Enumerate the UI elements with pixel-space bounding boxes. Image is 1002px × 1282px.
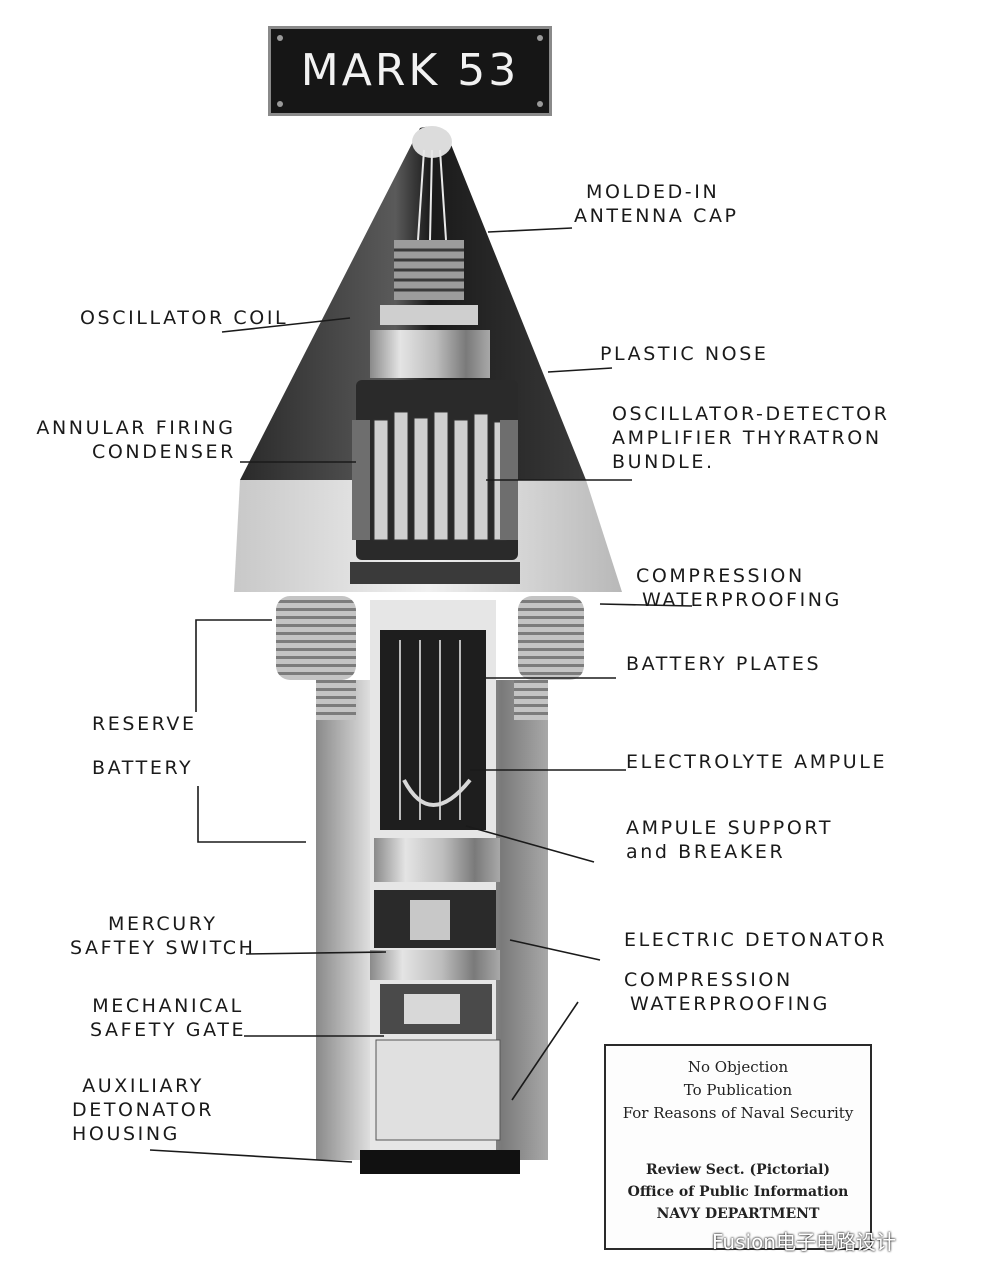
watermark: Fusion电子电路设计: [712, 1230, 896, 1254]
label-auxiliary-detonator-housing: AUXILIARY DETONATOR HOUSING: [72, 1075, 215, 1145]
label-electrolyte-ampule: ELECTROLYTE AMPULE: [626, 751, 888, 773]
label-compression-waterproofing-bottom: COMPRESSION WATERPROOFING: [624, 969, 830, 1015]
label-compression-waterproofing-top: COMPRESSION WATERPROOFING: [636, 565, 842, 611]
label-mercury-safety-switch: MERCURY SAFTEY SWITCH: [70, 913, 256, 959]
label-oscillator-coil: OSCILLATOR COIL: [80, 307, 289, 329]
stamp-top-text: No Objection To Publication For Reasons …: [622, 1058, 854, 1122]
label-plastic-nose: PLASTIC NOSE: [600, 343, 769, 365]
label-annular-firing-condenser: ANNULAR FIRING CONDENSER: [36, 417, 236, 463]
label-mechanical-safety-gate: MECHANICAL SAFETY GATE: [90, 995, 247, 1041]
screw-icon: [277, 101, 283, 107]
label-oscillator-bundle: OSCILLATOR-DETECTOR AMPLIFIER THYRATRON …: [612, 403, 890, 473]
label-antenna-cap: MOLDED-IN ANTENNA CAP: [574, 181, 739, 227]
label-electric-detonator: ELECTRIC DETONATOR: [624, 929, 888, 951]
label-ampule-support: AMPULE SUPPORT and BREAKER: [626, 817, 834, 863]
label-battery-plates: BATTERY PLATES: [626, 653, 822, 675]
screw-icon: [537, 35, 543, 41]
label-reserve-battery: RESERVE BATTERY: [92, 713, 197, 779]
title-plate: MARK 53: [268, 26, 552, 116]
screw-icon: [277, 35, 283, 41]
publication-stamp: No Objection To Publication For Reasons …: [604, 1044, 872, 1250]
screw-icon: [537, 101, 543, 107]
diagram-title: MARK 53: [300, 45, 520, 96]
stamp-bottom-text: Review Sect. (Pictorial) Office of Publi…: [627, 1162, 849, 1222]
